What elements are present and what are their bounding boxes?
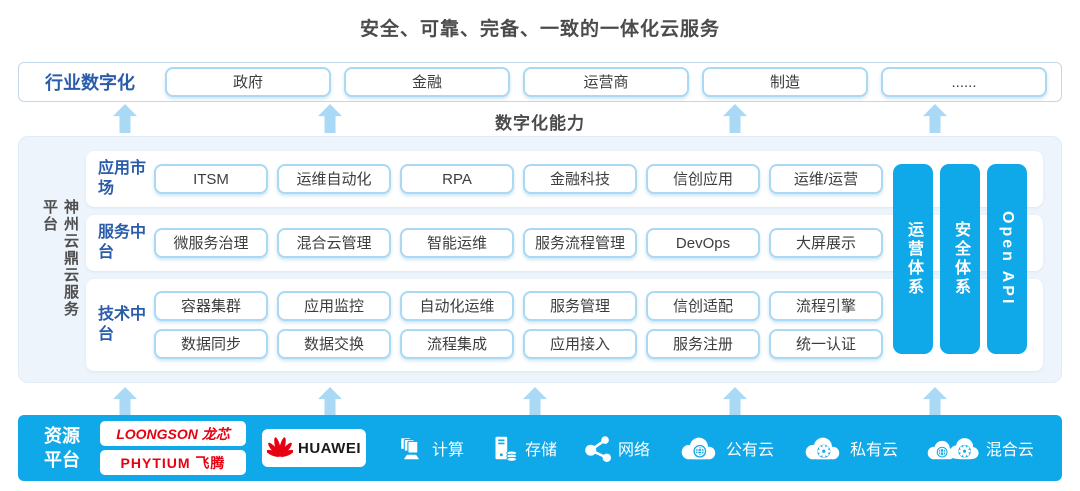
resource-item-public-cloud: 公有云 (677, 434, 774, 463)
resource-label: 资源平台 (44, 425, 80, 470)
row-label: 技术中台 (98, 306, 147, 343)
pillar-label: 运营体系 (905, 221, 922, 297)
pillar-operations: 运营体系 (893, 164, 933, 354)
item-box-ops-automation: 运维自动化 (277, 164, 391, 194)
item-box-ops-operation: 运维/运营 (769, 164, 883, 194)
row-items: ITSM 运维自动化 RPA 金融科技 信创应用 运维/运营 (154, 164, 883, 194)
resource-items: 计算 存储 (382, 434, 1040, 463)
items-line: 数据同步 数据交换 流程集成 应用接入 服务注册 统一认证 (154, 329, 883, 359)
digital-capability-label: 数字化能力 (495, 114, 585, 133)
huawei-logo-text: HUAWEI (298, 439, 361, 457)
resource-item-label: 存储 (524, 442, 557, 459)
item-box-aiops: 智能运维 (400, 228, 514, 258)
resource-banner: 资源平台 LOONGSON 龙芯 PHYTIUM 飞腾 (18, 415, 1062, 481)
resource-item-network: 网络 (584, 435, 650, 462)
resource-item-label: 计算 (432, 442, 465, 459)
up-arrow-icon (113, 387, 137, 416)
item-box-xinchuang-adapt: 信创适配 (646, 291, 760, 321)
resource-item-hybrid-cloud: 混合云 (925, 434, 1034, 463)
item-box-process-engine: 流程引擎 (769, 291, 883, 321)
item-box-auto-ops: 自动化运维 (400, 291, 514, 321)
storage-icon (491, 435, 518, 462)
industry-item-finance: 金融 (344, 67, 510, 97)
item-box-itsm: ITSM (154, 164, 268, 194)
page-title: 安全、可靠、完备、一致的一体化云服务 (359, 19, 720, 40)
network-icon (584, 435, 611, 462)
item-box-process-integration: 流程集成 (400, 329, 514, 359)
row-label: 服务中台 (98, 224, 147, 261)
items-line: ITSM 运维自动化 RPA 金融科技 信创应用 运维/运营 (154, 164, 883, 194)
hybrid-cloud-icon (925, 434, 979, 463)
industry-item-manufacturing: 制造 (702, 67, 868, 97)
item-box-service-mgmt: 服务管理 (523, 291, 637, 321)
vendor-column: LOONGSON 龙芯 PHYTIUM 飞腾 (100, 421, 246, 475)
platform-row-service-middle: 服务中台 微服务治理 混合云管理 智能运维 服务流程管理 DevOps 大屏展示 (86, 215, 1043, 271)
platform-row-tech-middle: 技术中台 容器集群 应用监控 自动化运维 服务管理 信创适配 流程引擎 数据同步… (86, 279, 1043, 371)
item-box-devops: DevOps (646, 228, 760, 258)
pillars: 运营体系 安全体系 Open API (893, 164, 1027, 354)
platform-row-app-market: 应用市场 ITSM 运维自动化 RPA 金融科技 信创应用 运维/运营 (86, 151, 1043, 207)
item-box-app-monitor: 应用监控 (277, 291, 391, 321)
resource-item-storage: 存储 (491, 435, 557, 462)
public-cloud-icon (677, 434, 719, 463)
item-box-container-cluster: 容器集群 (154, 291, 268, 321)
resource-item-compute: 计算 (398, 435, 464, 462)
item-box-bigscreen: 大屏展示 (769, 228, 883, 258)
item-box-data-exchange: 数据交换 (277, 329, 391, 359)
compute-icon (398, 435, 425, 462)
row-items: 容器集群 应用监控 自动化运维 服务管理 信创适配 流程引擎 数据同步 数据交换… (154, 291, 883, 359)
item-box-service-registry: 服务注册 (646, 329, 760, 359)
vendor-phytium: PHYTIUM 飞腾 (100, 450, 246, 475)
private-cloud-icon (801, 434, 843, 463)
item-box-xinchuang-app: 信创应用 (646, 164, 760, 194)
item-box-data-sync: 数据同步 (154, 329, 268, 359)
up-arrow-icon (523, 387, 547, 416)
up-arrow-icon (923, 387, 947, 416)
item-box-fintech: 金融科技 (523, 164, 637, 194)
item-box-rpa: RPA (400, 164, 514, 194)
huawei-logo-icon (266, 434, 294, 463)
vendor-loongson: LOONGSON 龙芯 (100, 421, 246, 446)
resource-item-label: 私有云 (849, 442, 898, 459)
industry-items: 政府 金融 运营商 制造 ...... (165, 67, 1047, 97)
row-label: 应用市场 (98, 160, 147, 197)
loongson-logo-text: LOONGSON 龙芯 (116, 425, 230, 442)
phytium-logo-text: PHYTIUM 飞腾 (120, 454, 226, 471)
industry-row: 行业数字化 政府 金融 运营商 制造 ...... (18, 62, 1062, 102)
pillar-openapi: Open API (987, 164, 1027, 354)
industry-item-carrier: 运营商 (523, 67, 689, 97)
item-box-service-flow: 服务流程管理 (523, 228, 637, 258)
item-box-unified-auth: 统一认证 (769, 329, 883, 359)
industry-item-more: ...... (881, 67, 1047, 97)
resource-item-private-cloud: 私有云 (801, 434, 898, 463)
row-items: 微服务治理 混合云管理 智能运维 服务流程管理 DevOps 大屏展示 (154, 228, 883, 258)
industry-row-label: 行业数字化 (45, 73, 135, 93)
up-arrow-icon (318, 387, 342, 416)
items-line: 容器集群 应用监控 自动化运维 服务管理 信创适配 流程引擎 (154, 291, 883, 321)
resource-item-label: 公有云 (725, 442, 774, 459)
pillar-security: 安全体系 (940, 164, 980, 354)
industry-item-government: 政府 (165, 67, 331, 97)
item-box-microservice: 微服务治理 (154, 228, 268, 258)
pillar-label: 安全体系 (952, 221, 969, 297)
items-line: 微服务治理 混合云管理 智能运维 服务流程管理 DevOps 大屏展示 (154, 228, 883, 258)
item-box-app-access: 应用接入 (523, 329, 637, 359)
pillar-label: Open API (999, 211, 1016, 307)
platform-panel: 神州云鼎云服务平台 应用市场 ITSM 运维自动化 RPA 金融科技 信创应用 … (18, 136, 1062, 383)
vendor-huawei: HUAWEI (262, 429, 366, 467)
platform-side-label: 神州云鼎云服务平台 (41, 198, 79, 318)
up-arrow-icon (723, 387, 747, 416)
resource-item-label: 网络 (617, 442, 650, 459)
item-box-hybrid-mgmt: 混合云管理 (277, 228, 391, 258)
resource-item-label: 混合云 (985, 442, 1034, 459)
